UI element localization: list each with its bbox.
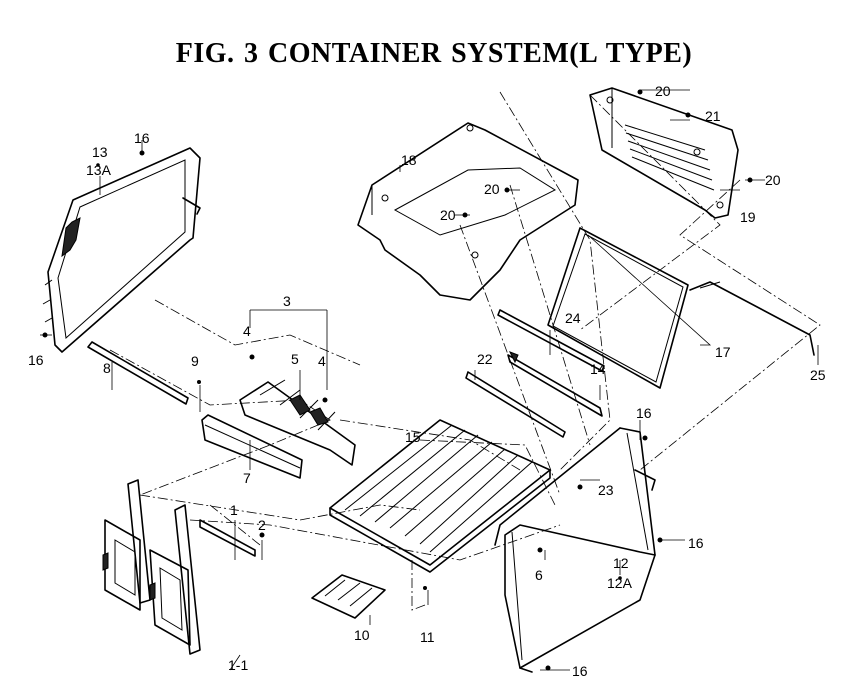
part-19-rear-cover [589, 87, 739, 219]
callout-16: 16 [688, 535, 704, 551]
part-17-panel-frame [547, 227, 689, 389]
callout-25: 25 [810, 367, 826, 383]
callout-1: 1 [230, 502, 238, 518]
callout-13a: 13A [86, 162, 112, 178]
part-3-5-latch-assembly [201, 379, 356, 479]
callout-17: 17 [715, 344, 731, 360]
part-8-bar [87, 341, 189, 405]
part-25-rod [689, 281, 815, 356]
callout-7: 7 [243, 470, 251, 486]
part-18-top-cover [357, 122, 579, 301]
callout-11: 11 [420, 629, 435, 645]
fastener-dots [42, 89, 753, 671]
callout-4: 4 [243, 323, 251, 339]
callout-18: 18 [401, 152, 417, 168]
callout-10: 10 [354, 627, 370, 643]
callout-24: 24 [565, 310, 581, 326]
callout-20: 20 [484, 181, 500, 197]
callout-20: 20 [440, 207, 456, 223]
callout-labels: 16 13 13A 16 8 3 4 5 4 9 7 1 2 1-1 10 11… [28, 83, 826, 679]
callout-8: 8 [103, 360, 111, 376]
callout-6: 6 [535, 567, 543, 583]
callout-16: 16 [572, 663, 588, 679]
callout-16: 16 [636, 405, 652, 421]
callout-9: 9 [191, 353, 199, 369]
callout-20: 20 [765, 172, 781, 188]
part-15-floor [329, 419, 551, 573]
callout-22: 22 [477, 351, 493, 367]
callout-2: 2 [258, 517, 266, 533]
part-12-main-frame [494, 427, 656, 673]
callout-19: 19 [740, 209, 756, 225]
part-22-rail [465, 371, 566, 438]
part-24-rail [497, 309, 605, 372]
part-1-bracket-legs [102, 479, 256, 655]
callout-12a: 12A [607, 575, 633, 591]
callout-1-1: 1-1 [228, 657, 248, 673]
part-13-door-frame [42, 147, 201, 353]
callout-13: 13 [92, 144, 108, 160]
part-14-rail [507, 351, 603, 417]
part-10-plate [311, 574, 386, 619]
callout-20: 20 [655, 83, 671, 99]
callout-15: 15 [405, 429, 421, 445]
chain-lines [109, 91, 821, 611]
callout-23: 23 [598, 482, 614, 498]
callout-21: 21 [705, 108, 721, 124]
callout-16: 16 [134, 130, 150, 146]
callout-4: 4 [318, 353, 326, 369]
figure-title: FIG. 3 CONTAINER SYSTEM(L TYPE) [175, 38, 693, 69]
callout-3: 3 [283, 293, 291, 309]
callout-16: 16 [28, 352, 44, 368]
callout-12: 12 [613, 555, 629, 571]
callout-5: 5 [291, 351, 299, 367]
callout-14: 14 [590, 361, 606, 377]
